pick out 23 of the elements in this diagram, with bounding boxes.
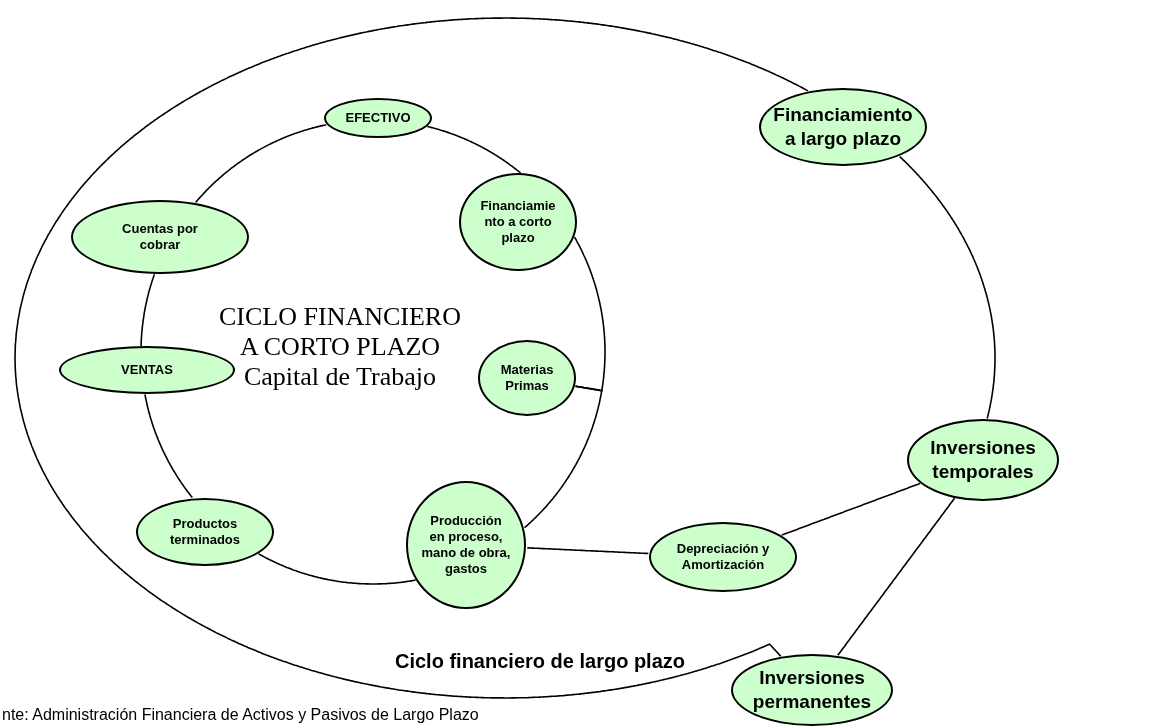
ellipse-node <box>324 98 432 138</box>
connector-line <box>144 393 194 499</box>
connector-line <box>257 553 417 585</box>
node-label: Producción en proceso, mano de obra, gastos <box>421 512 511 578</box>
node-label: Financiamiento a largo plazo <box>773 103 913 151</box>
node-label: VENTAS <box>120 361 174 379</box>
node-label: Financiamie nto a corto plazo <box>479 197 557 247</box>
connector-line <box>573 236 606 392</box>
node-label: EFECTIVO <box>344 109 412 127</box>
connector-line <box>898 155 996 420</box>
center-title: CICLO FINANCIERO A CORTO PLAZO Capital de Trabajo <box>218 302 462 392</box>
node-label: Materias Primas <box>499 361 555 395</box>
connector-line <box>523 385 603 529</box>
node-label: Depreciación y Amortización <box>675 540 771 574</box>
cycle-label: Ciclo financiero de largo plazo <box>393 650 687 673</box>
source-caption: nte: Administración Financiera de Activos y Pasivos de Largo Plazo <box>2 706 479 724</box>
connector-line <box>780 482 921 536</box>
node-label: Inversiones permanentes <box>751 666 873 714</box>
node-label: Cuentas por cobrar <box>121 220 199 254</box>
node-label: Productos terminados <box>168 515 242 549</box>
connector-line <box>140 273 156 347</box>
node-label: Inversiones temporales <box>929 436 1037 484</box>
connector-line <box>526 547 650 555</box>
